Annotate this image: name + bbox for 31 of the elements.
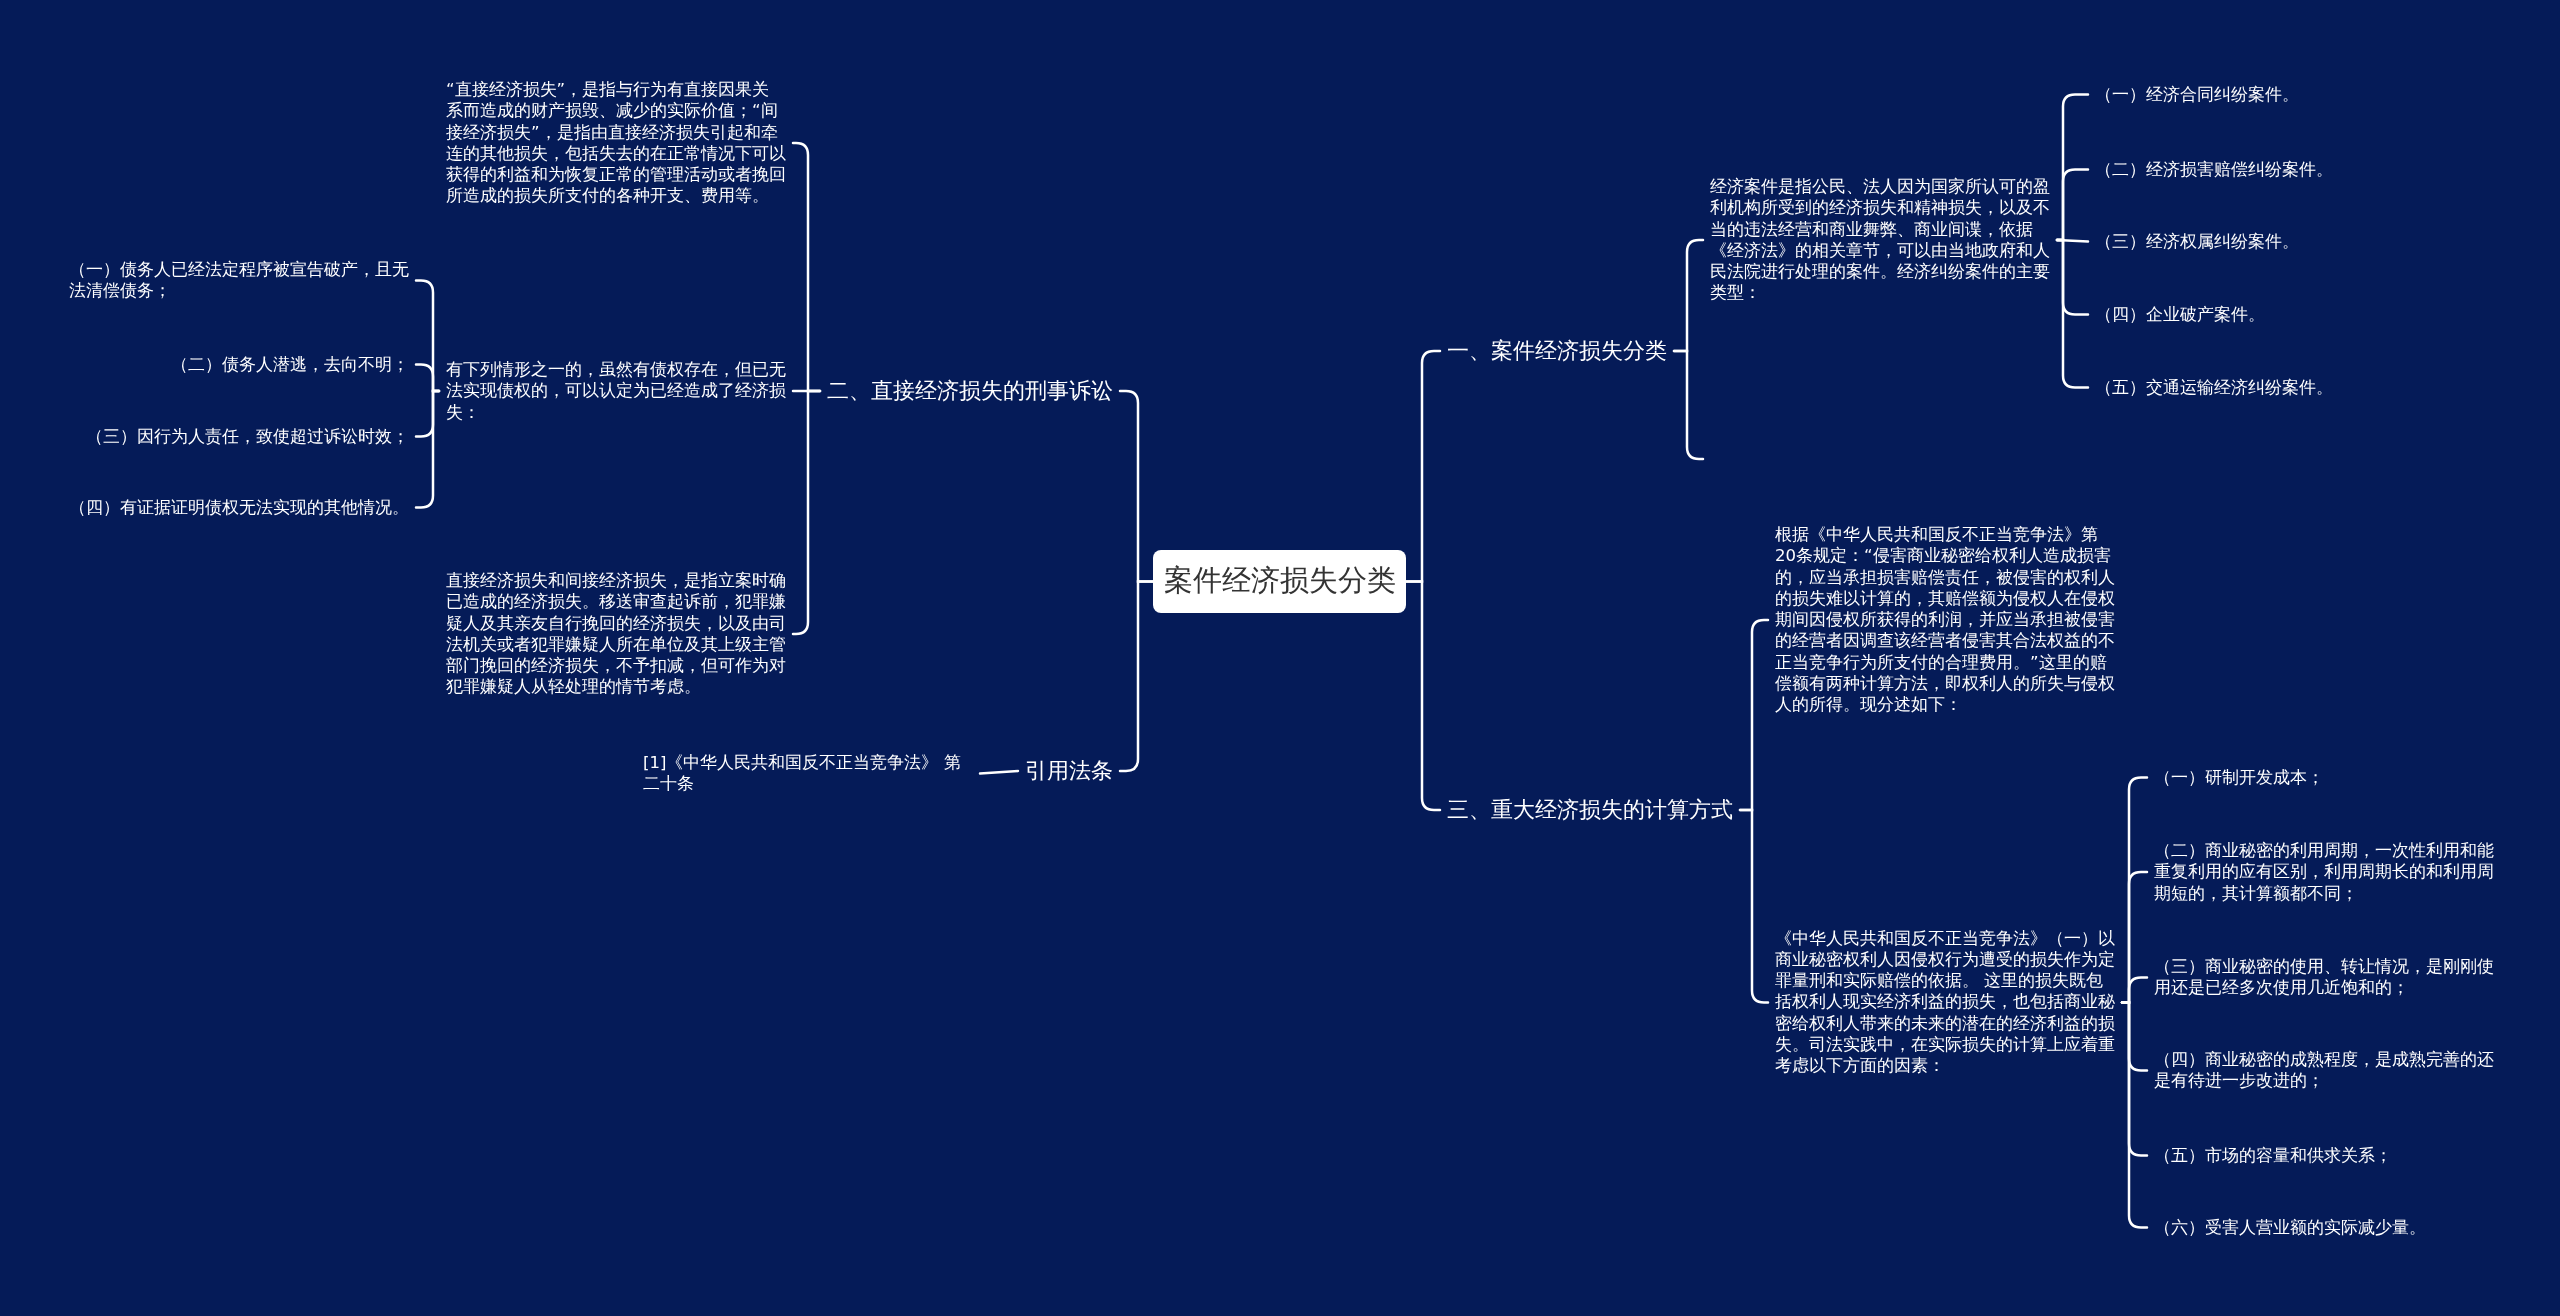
paragraph: 有下列情形之一的，虽然有债权存在，但已无法实现债权的，可以认定为已经造成了经济损失： [439,359,793,423]
list-item: （二）商业秘密的利用周期，一次性利用和能重复利用的应有区别，利用周期长的和利用周期短的，其计算额都不同； [2147,840,2501,904]
connector-line [1672,349,1705,461]
connector-line [978,769,1020,775]
branch-label: 三、重大经济损失的计算方式 [1440,796,1740,824]
list-item: （五）市场的容量和供求关系； [2147,1144,2501,1166]
list-item: （四）有证据证明债权无法实现的其他情况。 [62,496,416,518]
list-item: （六）受害人营业额的实际减少量。 [2147,1216,2501,1238]
citation-text: [1]《中华人民共和国反不正当竞争法》 第二十条 [636,751,980,795]
connector-line [1118,580,1155,773]
paragraph: 直接经济损失和间接经济损失，是指立案时确已造成的经济损失。移送审查起诉前，犯罪嫌疑人及其亲友自行挽回的经济损失，以及由司法机关或者犯罪嫌疑人所在单位及其上级主管部门挽回的经济损失，不予扣减，但可作为对犯罪嫌疑人从轻处理的情节考虑。 [439,570,793,698]
list-item: （五）交通运输经济纠纷案件。 [2088,376,2340,398]
paragraph: 《中华人民共和国反不正当竞争法》（一）以商业秘密权利人因侵权行为遭受的损失作为定罪量刑和实际赔偿的依据。 这里的损失既包括权利人现实经济利益的损失，也包括商业秘密给权利人带来的未来的潜在的经济利益的损失。司法实践中，在实际损失的计算上应着重考虑以下方面的因素： [1768,927,2122,1077]
list-item: （三）因行为人责任，致使超过诉讼时效； [79,425,416,447]
list-item: （一）研制开发成本； [2147,766,2501,788]
paragraph: 根据《中华人民共和国反不正当竞争法》第20条规定：“侵害商业秘密给权利人造成损害的，应当承担损害赔偿责任，被侵害的权利人的损失难以计算的，其赔偿额为侵权人在侵权期间因侵权所获得的利润，并应当承担被侵害的经营者因调查该经营者侵害其合法权益的不正当竞争行为所支付的合理费用。”这里的赔偿额有两种计算方法，即权利人的所失与侵权人的所得。现分述如下： [1768,524,2122,716]
list-item: （二）经济损害赔偿纠纷案件。 [2088,158,2340,180]
paragraph: “直接经济损失”，是指与行为有直接因果关系而造成的财产损毁、减少的实际价值；“间接经济损失”，是指由直接经济损失引起和牵连的其他损失，包括失去的在正常情况下可以获得的利益和为恢复正常的管理活动或者挽回所造成的损失所支付的各种开支、费用等。 [439,79,793,207]
list-item: （三）经济权属纠纷案件。 [2088,230,2306,252]
paragraph: 经济案件是指公民、法人因为国家所认可的盈利机构所受到的经济损失和精神损失，以及不当的违法经营和商业舞弊、商业间谍，依据《经济法》的相关章节，可以由当地政府和人民法院进行处理的案件。经济纠纷案件的主要类型： [1703,176,2057,304]
branch-label: 二、直接经济损失的刑事诉讼 [820,377,1120,405]
list-item: （一）债务人已经法定程序被宣告破产，且无法清偿债务； [62,258,416,302]
list-item: （四）企业破产案件。 [2088,303,2272,325]
list-item: （一）经济合同纠纷案件。 [2088,83,2306,105]
central-topic-box: 案件经济损失分类 [1153,549,1406,613]
branch-label: 引用法条 [1018,757,1120,785]
branch-label: 一、案件经济损失分类 [1440,337,1674,365]
list-item: （三）商业秘密的使用、转让情况，是刚刚使用还是已经多次使用几近饱和的； [2147,955,2501,999]
connector-line [1404,580,1442,812]
list-item: （四）商业秘密的成熟程度，是成熟完善的还是有待进一步改进的； [2147,1048,2501,1092]
list-item: （二）债务人潜逃，去向不明； [164,353,416,375]
